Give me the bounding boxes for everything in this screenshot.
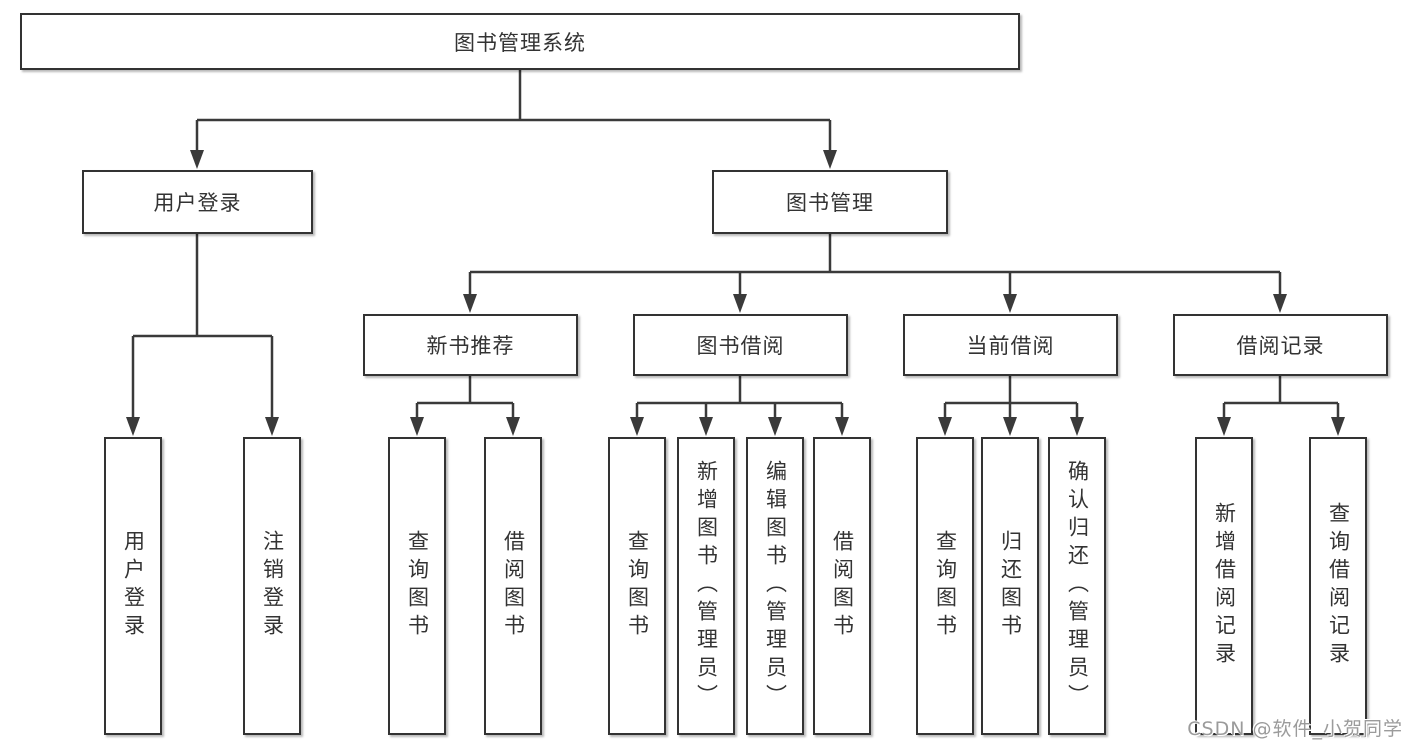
node-book-management: 图书管理	[712, 170, 948, 234]
node-library-management-system: 图书管理系统	[20, 13, 1020, 70]
node-leaf-add-borrow-record-label: 新增借阅记录	[1212, 502, 1237, 670]
arrowhead-icon	[463, 294, 477, 313]
node-borrowing-records-label: 借阅记录	[1236, 334, 1325, 358]
node-leaf-confirm-return-admin-label: 确认归还（管理员）	[1065, 460, 1090, 712]
arrowhead-icon	[938, 417, 952, 436]
node-leaf-logout-label: 注销登录	[260, 530, 285, 642]
arrowhead-icon	[1003, 417, 1017, 436]
arrowhead-icon	[1273, 294, 1287, 313]
connector-path	[943, 376, 1079, 419]
node-library-management-system-label: 图书管理系统	[454, 30, 586, 55]
node-leaf-query-books-2-label: 查询图书	[625, 530, 650, 642]
node-leaf-query-borrow-record: 查询借阅记录	[1309, 437, 1367, 735]
node-current-borrowing: 当前借阅	[903, 314, 1118, 376]
arrowhead-icon	[823, 150, 837, 169]
node-leaf-query-books-1-label: 查询图书	[405, 530, 430, 642]
arrowhead-icon	[1217, 417, 1231, 436]
arrowhead-icon	[630, 417, 644, 436]
node-leaf-user-login-label: 用户登录	[121, 530, 146, 642]
node-leaf-add-book-admin: 新增图书（管理员）	[677, 437, 735, 735]
arrowhead-icon	[265, 417, 279, 436]
node-borrowing-records: 借阅记录	[1173, 314, 1388, 376]
node-leaf-add-borrow-record: 新增借阅记录	[1195, 437, 1253, 735]
arrowhead-icon	[190, 150, 204, 169]
arrowhead-icon	[768, 417, 782, 436]
arrowhead-icon	[1003, 294, 1017, 313]
connector-path	[195, 70, 832, 152]
node-leaf-logout: 注销登录	[243, 437, 301, 735]
connector-path	[131, 234, 274, 419]
arrowhead-icon	[699, 417, 713, 436]
node-leaf-user-login: 用户登录	[104, 437, 162, 735]
node-leaf-edit-book-admin-label: 编辑图书（管理员）	[763, 460, 788, 712]
node-leaf-query-books-3: 查询图书	[916, 437, 974, 735]
node-leaf-query-books-2: 查询图书	[608, 437, 666, 735]
connector-path	[415, 376, 515, 419]
node-leaf-query-books-1: 查询图书	[388, 437, 446, 735]
arrowhead-icon	[1331, 417, 1345, 436]
node-leaf-borrow-books-1-label: 借阅图书	[501, 530, 526, 642]
node-leaf-borrow-books-2-label: 借阅图书	[830, 530, 855, 642]
node-leaf-query-borrow-record-label: 查询借阅记录	[1326, 502, 1351, 670]
arrowhead-icon	[410, 417, 424, 436]
node-leaf-borrow-books-2: 借阅图书	[813, 437, 871, 735]
node-leaf-query-books-3-label: 查询图书	[933, 530, 958, 642]
connector-path	[468, 234, 1282, 296]
node-leaf-return-book: 归还图书	[981, 437, 1039, 735]
csdn-watermark: CSDN @软件_小贺同学	[1187, 718, 1403, 740]
node-new-book-recommend-label: 新书推荐	[426, 334, 515, 358]
node-leaf-borrow-books-1: 借阅图书	[484, 437, 542, 735]
connector-path	[1222, 376, 1340, 419]
node-book-borrowing-label: 图书借阅	[696, 334, 785, 358]
node-user-login: 用户登录	[82, 170, 313, 234]
node-new-book-recommend: 新书推荐	[363, 314, 578, 376]
arrowhead-icon	[126, 417, 140, 436]
connector-path	[635, 376, 844, 419]
arrowhead-icon	[506, 417, 520, 436]
node-leaf-add-book-admin-label: 新增图书（管理员）	[694, 460, 719, 712]
arrowhead-icon	[835, 417, 849, 436]
node-current-borrowing-label: 当前借阅	[966, 334, 1055, 358]
node-leaf-return-book-label: 归还图书	[998, 530, 1023, 642]
arrowhead-icon	[733, 294, 747, 313]
node-user-login-label: 用户登录	[153, 191, 242, 215]
arrowhead-icon	[1070, 417, 1084, 436]
node-book-borrowing: 图书借阅	[633, 314, 848, 376]
node-leaf-edit-book-admin: 编辑图书（管理员）	[746, 437, 804, 735]
node-leaf-confirm-return-admin: 确认归还（管理员）	[1048, 437, 1106, 735]
node-book-management-label: 图书管理	[786, 191, 874, 215]
